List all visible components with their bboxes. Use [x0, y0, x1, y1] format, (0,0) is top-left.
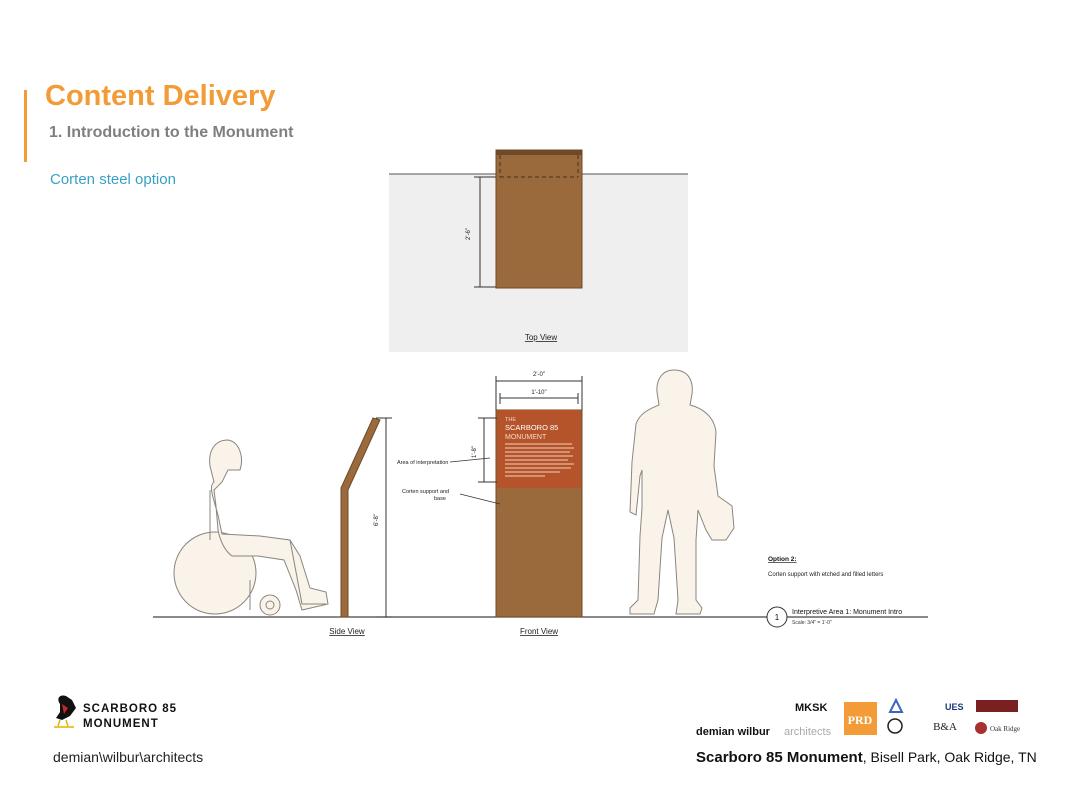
prd-logo-text: PRD	[848, 713, 873, 727]
mksk-logo: MKSK	[795, 702, 827, 714]
callout-support-line2: base	[434, 496, 446, 502]
top-view-dim-label: 2'-6"	[466, 228, 472, 240]
area-number: 1	[775, 613, 780, 622]
height-dim-label: 6'-8"	[374, 514, 380, 526]
side-view-label: Side View	[329, 627, 365, 636]
logo-line1: SCARBORO 85	[83, 703, 178, 715]
panel-body-text	[505, 443, 574, 477]
accent-bar	[24, 90, 27, 162]
side-view-monument	[340, 417, 381, 618]
panel-title-line2: SCARBORO 85	[505, 423, 558, 432]
callout-leader	[459, 493, 501, 505]
scarboro-logo-text: SCARBORO 85 MONUMENT	[83, 702, 177, 732]
project-location: Scarboro 85 Monument, Bisell Park, Oak R…	[696, 749, 1037, 766]
option2-title: Option 2:	[768, 556, 797, 563]
wheelchair-figure	[173, 439, 329, 616]
panel-title-line1: THE	[505, 417, 516, 423]
front-view-label: Front View	[520, 627, 558, 636]
oak-ridge-text: Oak Ridge	[990, 725, 1020, 733]
panel-dim-label: 1'-8"	[472, 446, 478, 458]
bva-logo: B&A	[933, 721, 957, 733]
standing-person-figure	[629, 369, 735, 615]
option-label: Corten steel option	[50, 171, 176, 188]
ues-logo: UES	[945, 702, 964, 712]
wildcat-logo	[976, 700, 1018, 712]
a-logo	[888, 697, 904, 713]
prd-logo	[844, 702, 877, 735]
top-view-monument	[495, 149, 583, 289]
page-subtitle: 1. Introduction to the Monument	[49, 124, 294, 141]
area-title: Interpretive Area 1: Monument Intro	[792, 609, 902, 616]
top-view-cap	[496, 150, 582, 155]
area-scale: Scale: 3/4" = 1'-0"	[792, 620, 832, 626]
cc-logo	[887, 718, 903, 734]
demian-wilbur-logo-bold: demian wilbur	[696, 726, 771, 738]
firm-name: demian\wilbur\architects	[53, 749, 204, 765]
panel-title-line3: MONUMENT	[505, 434, 547, 441]
width-dim-outer-label: 2'-0"	[533, 372, 545, 378]
area-marker	[766, 606, 788, 628]
interpretation-panel	[497, 410, 581, 488]
option2-desc: Corten support with etched and filled le…	[768, 572, 883, 578]
scarboro-bird-logo	[54, 695, 76, 728]
oak-ridge-logo	[975, 722, 987, 734]
width-dim-inner-label: 1'-10"	[531, 390, 546, 396]
demian-wilbur-logo-light: architects	[784, 726, 832, 738]
callout-leader	[449, 457, 491, 463]
page-title: Content Delivery	[45, 80, 276, 112]
project-name: Scarboro 85 Monument	[696, 749, 863, 766]
callout-interpretation: Area of interpretation	[397, 460, 448, 466]
project-place: , Bisell Park, Oak Ridge, TN	[862, 749, 1037, 765]
callout-support-line1: Corten support and	[402, 489, 449, 495]
top-view-label: Top View	[525, 333, 558, 342]
logo-line2: MONUMENT	[83, 718, 159, 730]
